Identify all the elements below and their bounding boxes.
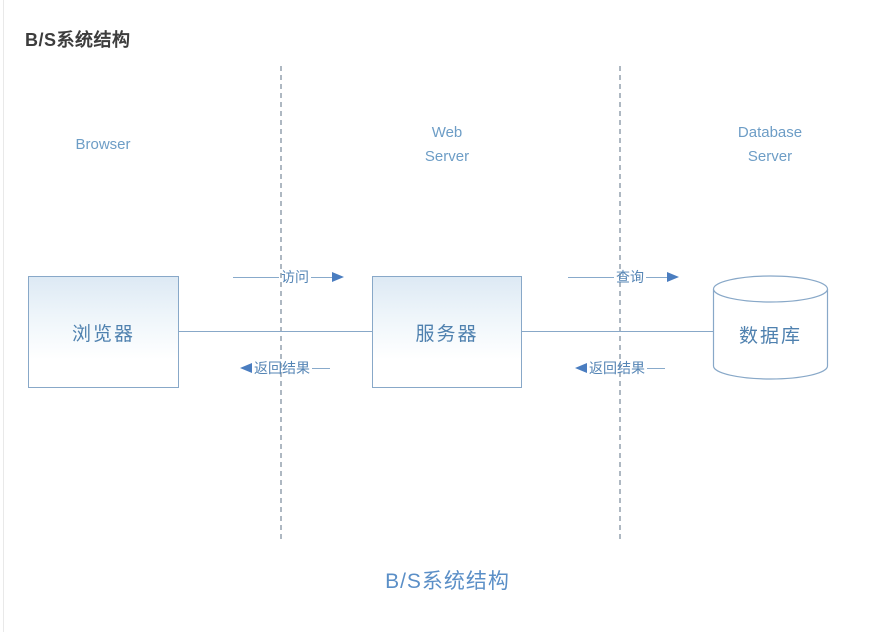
flow-line [646,276,667,278]
lane-divider-left [280,66,282,543]
flow-query: 查询 [568,268,679,286]
flow-line [568,276,614,278]
flow-return-label: 返回结果 [589,360,645,376]
arrow-right-icon [332,272,344,282]
flow-return-result-to-browser: 返回结果 [240,359,330,377]
flow-visit-label: 访问 [281,269,309,285]
arrow-right-icon [667,272,679,282]
lane-label-web-server: Web Server [387,121,507,169]
arrow-left-icon [240,363,252,373]
page-left-rule [3,0,4,632]
database-cylinder-icon [712,275,829,380]
flow-line [312,367,330,369]
node-database: 数据库 [712,275,829,393]
flow-line [233,276,279,278]
lane-label-line: Server [747,148,793,165]
connector-server-database [522,331,713,332]
flow-line [647,367,665,369]
node-server: 服务器 [372,276,522,388]
lane-label-line: Browser [75,136,131,153]
flow-line [311,276,332,278]
flow-query-label: 查询 [616,269,644,285]
lane-label-browser: Browser [43,133,163,157]
lane-divider-right [619,66,621,543]
arrow-left-icon [575,363,587,373]
flow-visit: 访问 [233,268,344,286]
flow-return-label: 返回结果 [254,360,310,376]
node-server-label: 服务器 [415,323,479,345]
flow-return-result-to-server: 返回结果 [575,359,665,377]
lane-label-line: Database [737,124,803,141]
lane-label-database-server: Database Server [710,121,830,169]
node-browser-label: 浏览器 [71,323,135,345]
lane-label-line: Server [424,148,470,165]
diagram-title: B/S系统结构 [25,30,131,50]
diagram-caption: B/S系统结构 [385,570,510,593]
connector-browser-server [179,331,372,332]
node-database-label: 数据库 [738,326,802,347]
node-browser: 浏览器 [28,276,179,388]
lane-label-line: Web [431,124,463,141]
